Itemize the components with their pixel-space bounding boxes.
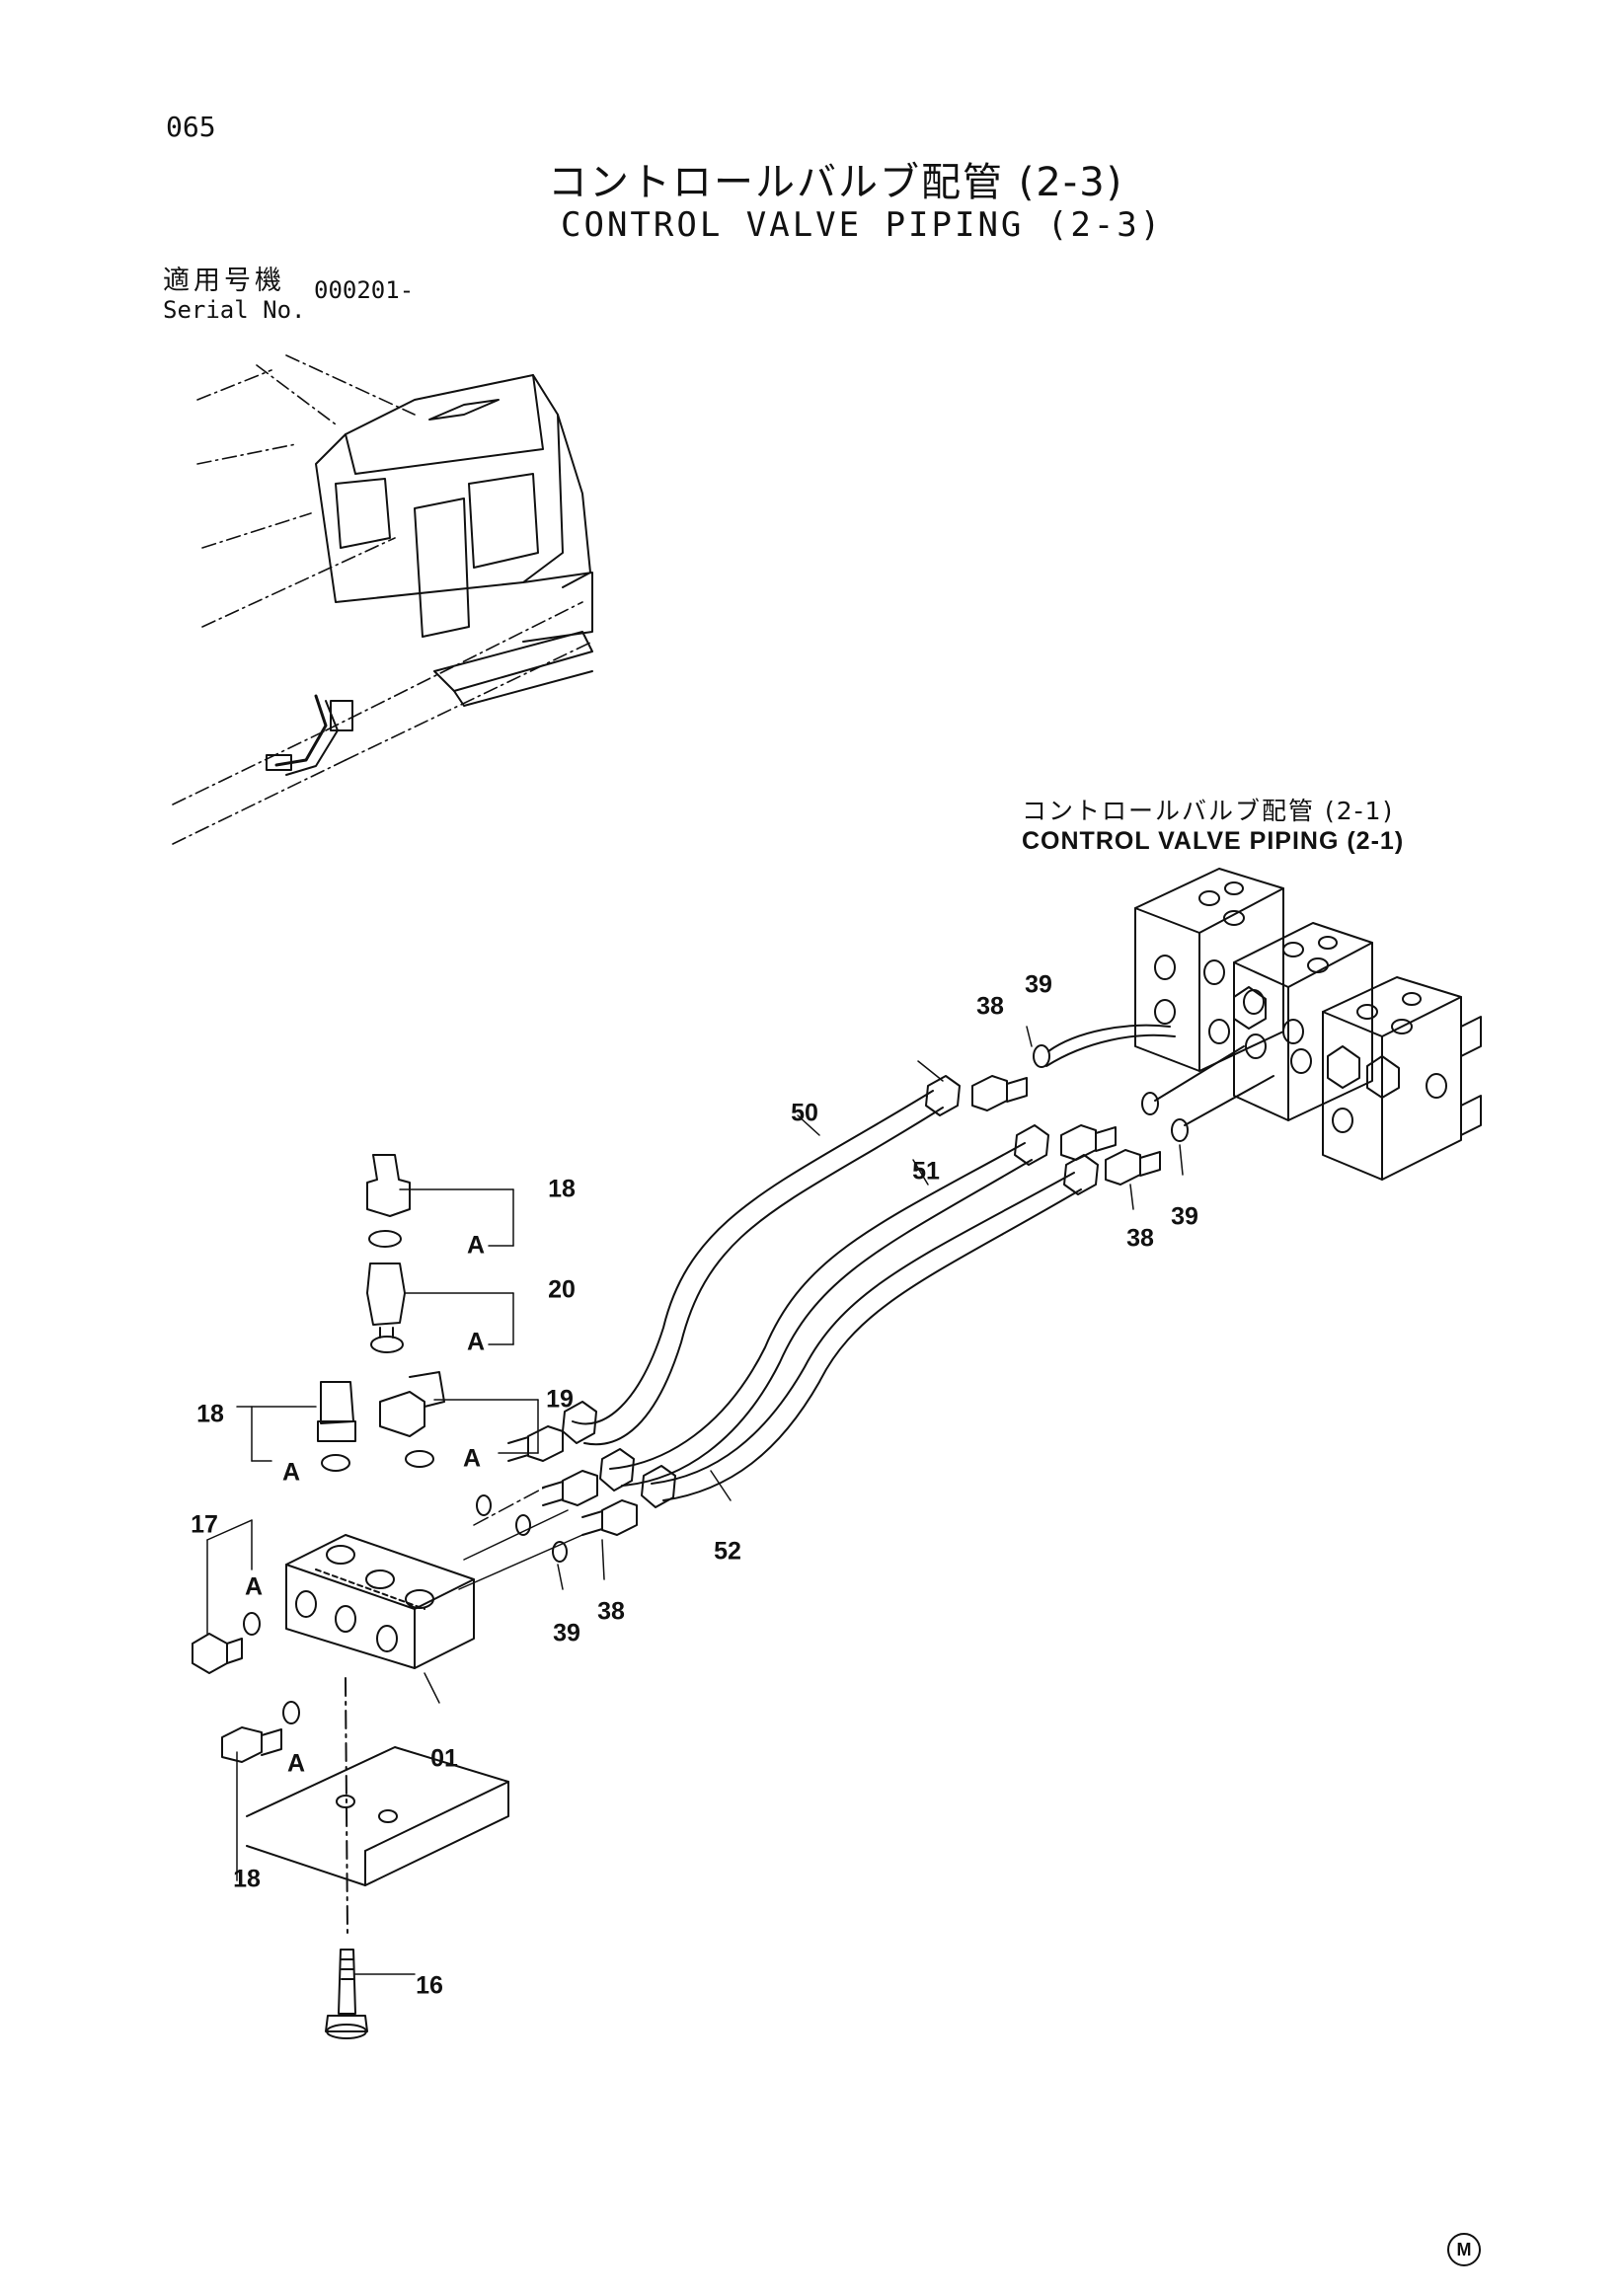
- callout-a: A: [286, 1749, 306, 1778]
- manifold-block: [285, 1534, 475, 1669]
- callout-39: 39: [1171, 1202, 1198, 1231]
- mounting-bracket: [246, 1746, 509, 1886]
- callout-39: 39: [1025, 970, 1052, 999]
- fittings-38: [507, 1075, 1161, 1536]
- callout-16: 16: [416, 1971, 443, 2000]
- serial-label-japanese: 適用号機: [163, 266, 285, 296]
- page-title-japanese: コントロールバルブ配管 (2-3): [548, 160, 1124, 205]
- callout-a: A: [281, 1458, 301, 1487]
- callout-a: A: [466, 1231, 486, 1260]
- callout-39: 39: [553, 1619, 580, 1647]
- callout-38: 38: [597, 1597, 625, 1626]
- machine-overview: [172, 354, 593, 845]
- callout-51: 51: [912, 1157, 940, 1186]
- hose-51: [621, 1159, 1033, 1487]
- callout-18: 18: [196, 1400, 224, 1428]
- callout-20: 20: [548, 1275, 576, 1304]
- callout-a: A: [466, 1328, 486, 1356]
- callout-19: 19: [546, 1385, 574, 1414]
- hose-50: [583, 1107, 944, 1446]
- upper-fittings: [221, 1154, 445, 1763]
- callout-17: 17: [191, 1510, 218, 1539]
- serial-number-value: 000201-: [314, 276, 415, 304]
- callout-52: 52: [714, 1537, 741, 1566]
- hose-52: [662, 1188, 1082, 1501]
- page-number: 065: [166, 111, 216, 143]
- callout-a: A: [244, 1572, 264, 1601]
- control-valve-assembly: [1134, 868, 1482, 1181]
- o-rings-39: [476, 1044, 1189, 1563]
- callout-50: 50: [791, 1099, 818, 1127]
- callout-18: 18: [233, 1865, 261, 1893]
- callout-38: 38: [1126, 1224, 1154, 1253]
- reference-title-japanese: コントロールバルブ配管 (2-1): [1022, 797, 1395, 825]
- maker-mark-icon: M: [1447, 2233, 1481, 2266]
- reference-title: CONTROL VALVE PIPING (2-1): [1022, 827, 1405, 855]
- callout-38: 38: [976, 992, 1004, 1021]
- leader-lines: [206, 1026, 1184, 1975]
- callout-a: A: [462, 1444, 482, 1473]
- page-title: CONTROL VALVE PIPING (2-3): [561, 205, 1164, 245]
- callout-18: 18: [548, 1175, 576, 1203]
- callout-01: 01: [430, 1744, 458, 1773]
- serial-label: Serial No.: [163, 296, 306, 324]
- plug-17: [192, 1612, 261, 1674]
- hose-assemblies: [562, 1075, 1099, 1508]
- bolt-16: [325, 1677, 368, 2039]
